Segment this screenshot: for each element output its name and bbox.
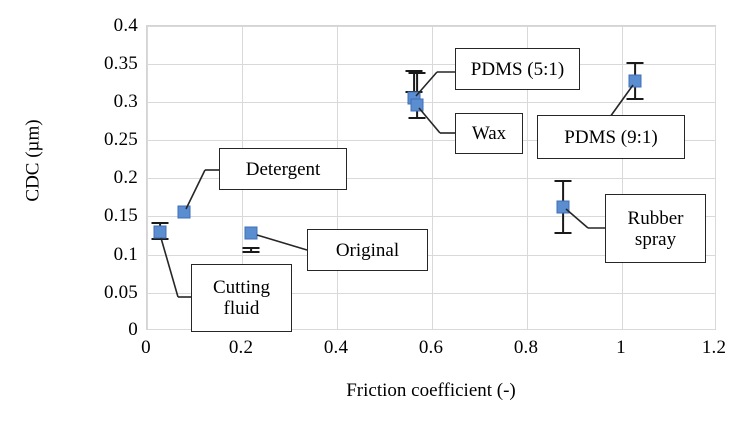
y-tick-0.25: 0.25 (103, 129, 138, 150)
callout-wax-label: Wax (471, 123, 507, 144)
gridline-y-0.15 (147, 216, 715, 217)
gridline-x-1.2 (715, 26, 716, 329)
gridline-y-0.1 (147, 255, 715, 256)
x-tick-0.4: 0.4 (323, 337, 349, 358)
data-point-cutting-fluid[interactable] (153, 225, 167, 239)
y-tick-0.2: 0.2 (113, 167, 138, 188)
x-tick-0.6: 0.6 (418, 337, 444, 358)
x-axis-title: Friction coefficient (-) (346, 380, 516, 401)
gridline-x-1 (622, 26, 623, 329)
x-axis-tick-labels: 0 0.2 0.4 0.6 0.8 1 1.2 (0, 338, 746, 364)
callout-rubber-spray[interactable]: Rubber spray (605, 194, 706, 263)
callout-pdms-5-1-label: PDMS (5:1) (470, 58, 565, 80)
callout-original-label: Original (335, 239, 400, 261)
gridline-y-0.25 (147, 140, 715, 141)
x-tick-0: 0 (141, 337, 151, 358)
callout-cutting-fluid[interactable]: Cutting fluid (191, 264, 292, 332)
callout-cutting-fluid-label-line2: fluid (223, 298, 260, 319)
callout-wax[interactable]: Wax (455, 113, 523, 154)
gridline-y-0.4 (147, 26, 715, 27)
y-axis-title: CDC (µm) (22, 119, 44, 202)
y-tick-0.4: 0.4 (113, 15, 138, 36)
x-tick-1: 1 (616, 337, 626, 358)
gridline-y-0 (147, 329, 715, 330)
data-point-pdms-9-1[interactable] (628, 74, 642, 88)
y-tick-0.05: 0.05 (103, 282, 138, 303)
y-tick-0.3: 0.3 (113, 91, 138, 112)
y-axis-tick-labels: 0.4 0.35 0.3 0.25 0.2 0.15 0.1 0.05 0 (92, 0, 138, 429)
callout-pdms-9-1[interactable]: PDMS (9:1) (537, 115, 685, 159)
y-tick-0.35: 0.35 (103, 53, 138, 74)
y-tick-0.1: 0.1 (113, 244, 138, 265)
callout-detergent-label: Detergent (245, 158, 321, 180)
callout-pdms-5-1[interactable]: PDMS (5:1) (455, 48, 580, 90)
x-tick-0.8: 0.8 (513, 337, 539, 358)
callout-rubber-spray-label-line1: Rubber (627, 207, 684, 229)
callout-rubber-spray-label-line2: spray (634, 228, 677, 250)
gridline-y-0.3 (147, 102, 715, 103)
callout-cutting-fluid-label-line1: Cutting (212, 277, 270, 298)
data-point-original[interactable] (244, 226, 258, 240)
callout-original[interactable]: Original (307, 229, 428, 271)
y-tick-0: 0 (128, 319, 138, 340)
gridline-y-0.05 (147, 293, 715, 294)
data-point-wax[interactable] (410, 98, 424, 112)
x-tick-0.2: 0.2 (228, 337, 254, 358)
gridline-x-0.8 (527, 26, 528, 329)
data-point-detergent[interactable] (177, 205, 191, 219)
gridline-x-0.6 (432, 26, 433, 329)
callout-detergent[interactable]: Detergent (219, 148, 347, 190)
x-tick-1.2: 1.2 (701, 337, 727, 358)
gridline-y-0.35 (147, 64, 715, 65)
gridline-y-0.2 (147, 178, 715, 179)
data-point-rubber-spray[interactable] (556, 200, 570, 214)
y-tick-0.15: 0.15 (103, 205, 138, 226)
callout-pdms-9-1-label: PDMS (9:1) (564, 126, 658, 148)
gridline-x-0 (147, 26, 148, 329)
